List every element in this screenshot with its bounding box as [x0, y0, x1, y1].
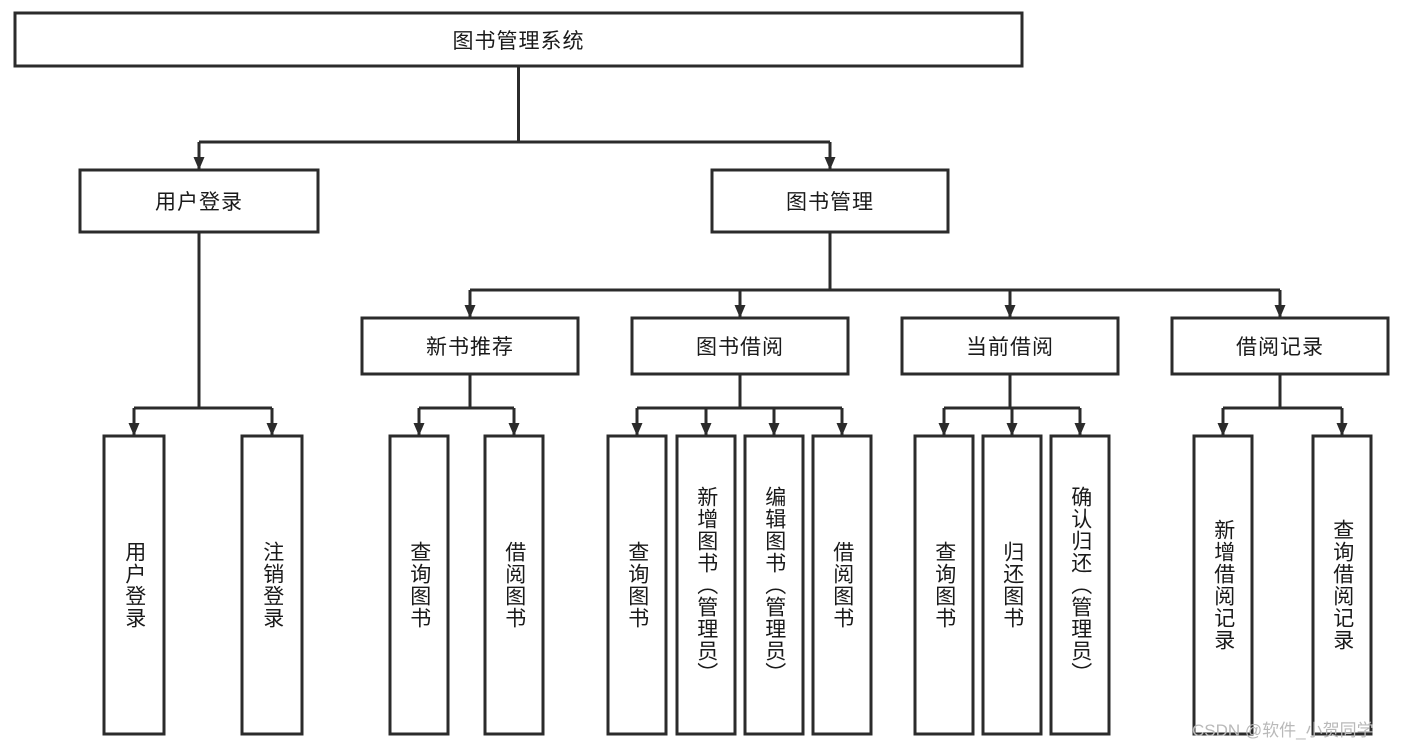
arrow-head — [700, 423, 712, 436]
node-label-leaf-query-record: 查询借阅记录 — [1330, 519, 1354, 651]
arrow-head — [464, 305, 476, 318]
node-label-leaf-edit-book: 编辑图书（管理员） — [762, 486, 786, 684]
node-label-leaf-add-book: 新增图书（管理员） — [694, 486, 718, 684]
node-label-borrow-record: 借阅记录 — [1236, 336, 1324, 359]
node-box-book-manage — [710, 168, 950, 234]
arrow-head — [1336, 423, 1348, 436]
node-label-book-manage: 图书管理 — [786, 191, 874, 214]
node-box-layer — [13, 11, 1390, 736]
node-label-leaf-return-book: 归还图书 — [1000, 541, 1024, 629]
node-box-leaf-query-book-rec — [388, 434, 450, 736]
arrow-head — [1274, 305, 1286, 318]
node-label-book-borrow: 图书借阅 — [696, 336, 784, 359]
arrow-head — [128, 423, 140, 436]
arrow-head — [1004, 305, 1016, 318]
node-label-leaf-query-book-rec: 查询图书 — [407, 541, 431, 629]
arrow-head — [266, 423, 278, 436]
node-label-current-borrow: 当前借阅 — [966, 336, 1054, 359]
arrow-head — [193, 157, 205, 170]
node-box-leaf-logout — [240, 434, 304, 736]
node-box-borrow-record — [1170, 316, 1390, 376]
arrow-head — [508, 423, 520, 436]
arrow-head — [413, 423, 425, 436]
arrow-head — [768, 423, 780, 436]
node-label-leaf-user-login: 用户登录 — [122, 541, 146, 629]
arrow-head — [836, 423, 848, 436]
node-label-leaf-borrow-book: 借阅图书 — [830, 541, 854, 629]
node-box-leaf-edit-book — [743, 434, 805, 736]
node-box-leaf-query-book-borrow — [606, 434, 668, 736]
node-box-root — [13, 11, 1024, 68]
arrow-head — [1006, 423, 1018, 436]
node-box-new-book-rec — [360, 316, 580, 376]
node-label-leaf-borrow-book-rec: 借阅图书 — [502, 541, 526, 629]
node-box-leaf-borrow-book — [811, 434, 873, 736]
node-box-leaf-borrow-book-rec — [483, 434, 545, 736]
arrow-head — [734, 305, 746, 318]
arrow-head — [1217, 423, 1229, 436]
connector-layer — [128, 66, 1348, 436]
node-box-current-borrow — [900, 316, 1120, 376]
node-box-leaf-query-book-current — [913, 434, 975, 736]
arrow-head — [1074, 423, 1086, 436]
node-label-new-book-rec: 新书推荐 — [426, 336, 514, 359]
node-label-leaf-query-book-current: 查询图书 — [932, 541, 956, 629]
node-label-root: 图书管理系统 — [452, 29, 585, 53]
node-label-user-login: 用户登录 — [155, 191, 243, 214]
arrow-head — [631, 423, 643, 436]
node-label-leaf-query-book-borrow: 查询图书 — [625, 541, 649, 629]
node-box-book-borrow — [630, 316, 850, 376]
node-box-user-login — [78, 168, 320, 234]
node-label-leaf-logout: 注销登录 — [260, 541, 284, 629]
node-label-leaf-confirm-return: 确认归还（管理员） — [1068, 486, 1092, 684]
watermark-text: CSDN @软件_小贺同学 — [1192, 721, 1374, 740]
node-box-leaf-add-record — [1192, 434, 1254, 736]
node-box-leaf-query-record — [1311, 434, 1373, 736]
arrow-head — [938, 423, 950, 436]
node-box-leaf-add-book — [675, 434, 737, 736]
arrow-head — [824, 157, 836, 170]
node-box-leaf-confirm-return — [1049, 434, 1111, 736]
node-box-leaf-user-login — [102, 434, 166, 736]
node-label-leaf-add-record: 新增借阅记录 — [1211, 519, 1235, 651]
node-box-leaf-return-book — [981, 434, 1043, 736]
